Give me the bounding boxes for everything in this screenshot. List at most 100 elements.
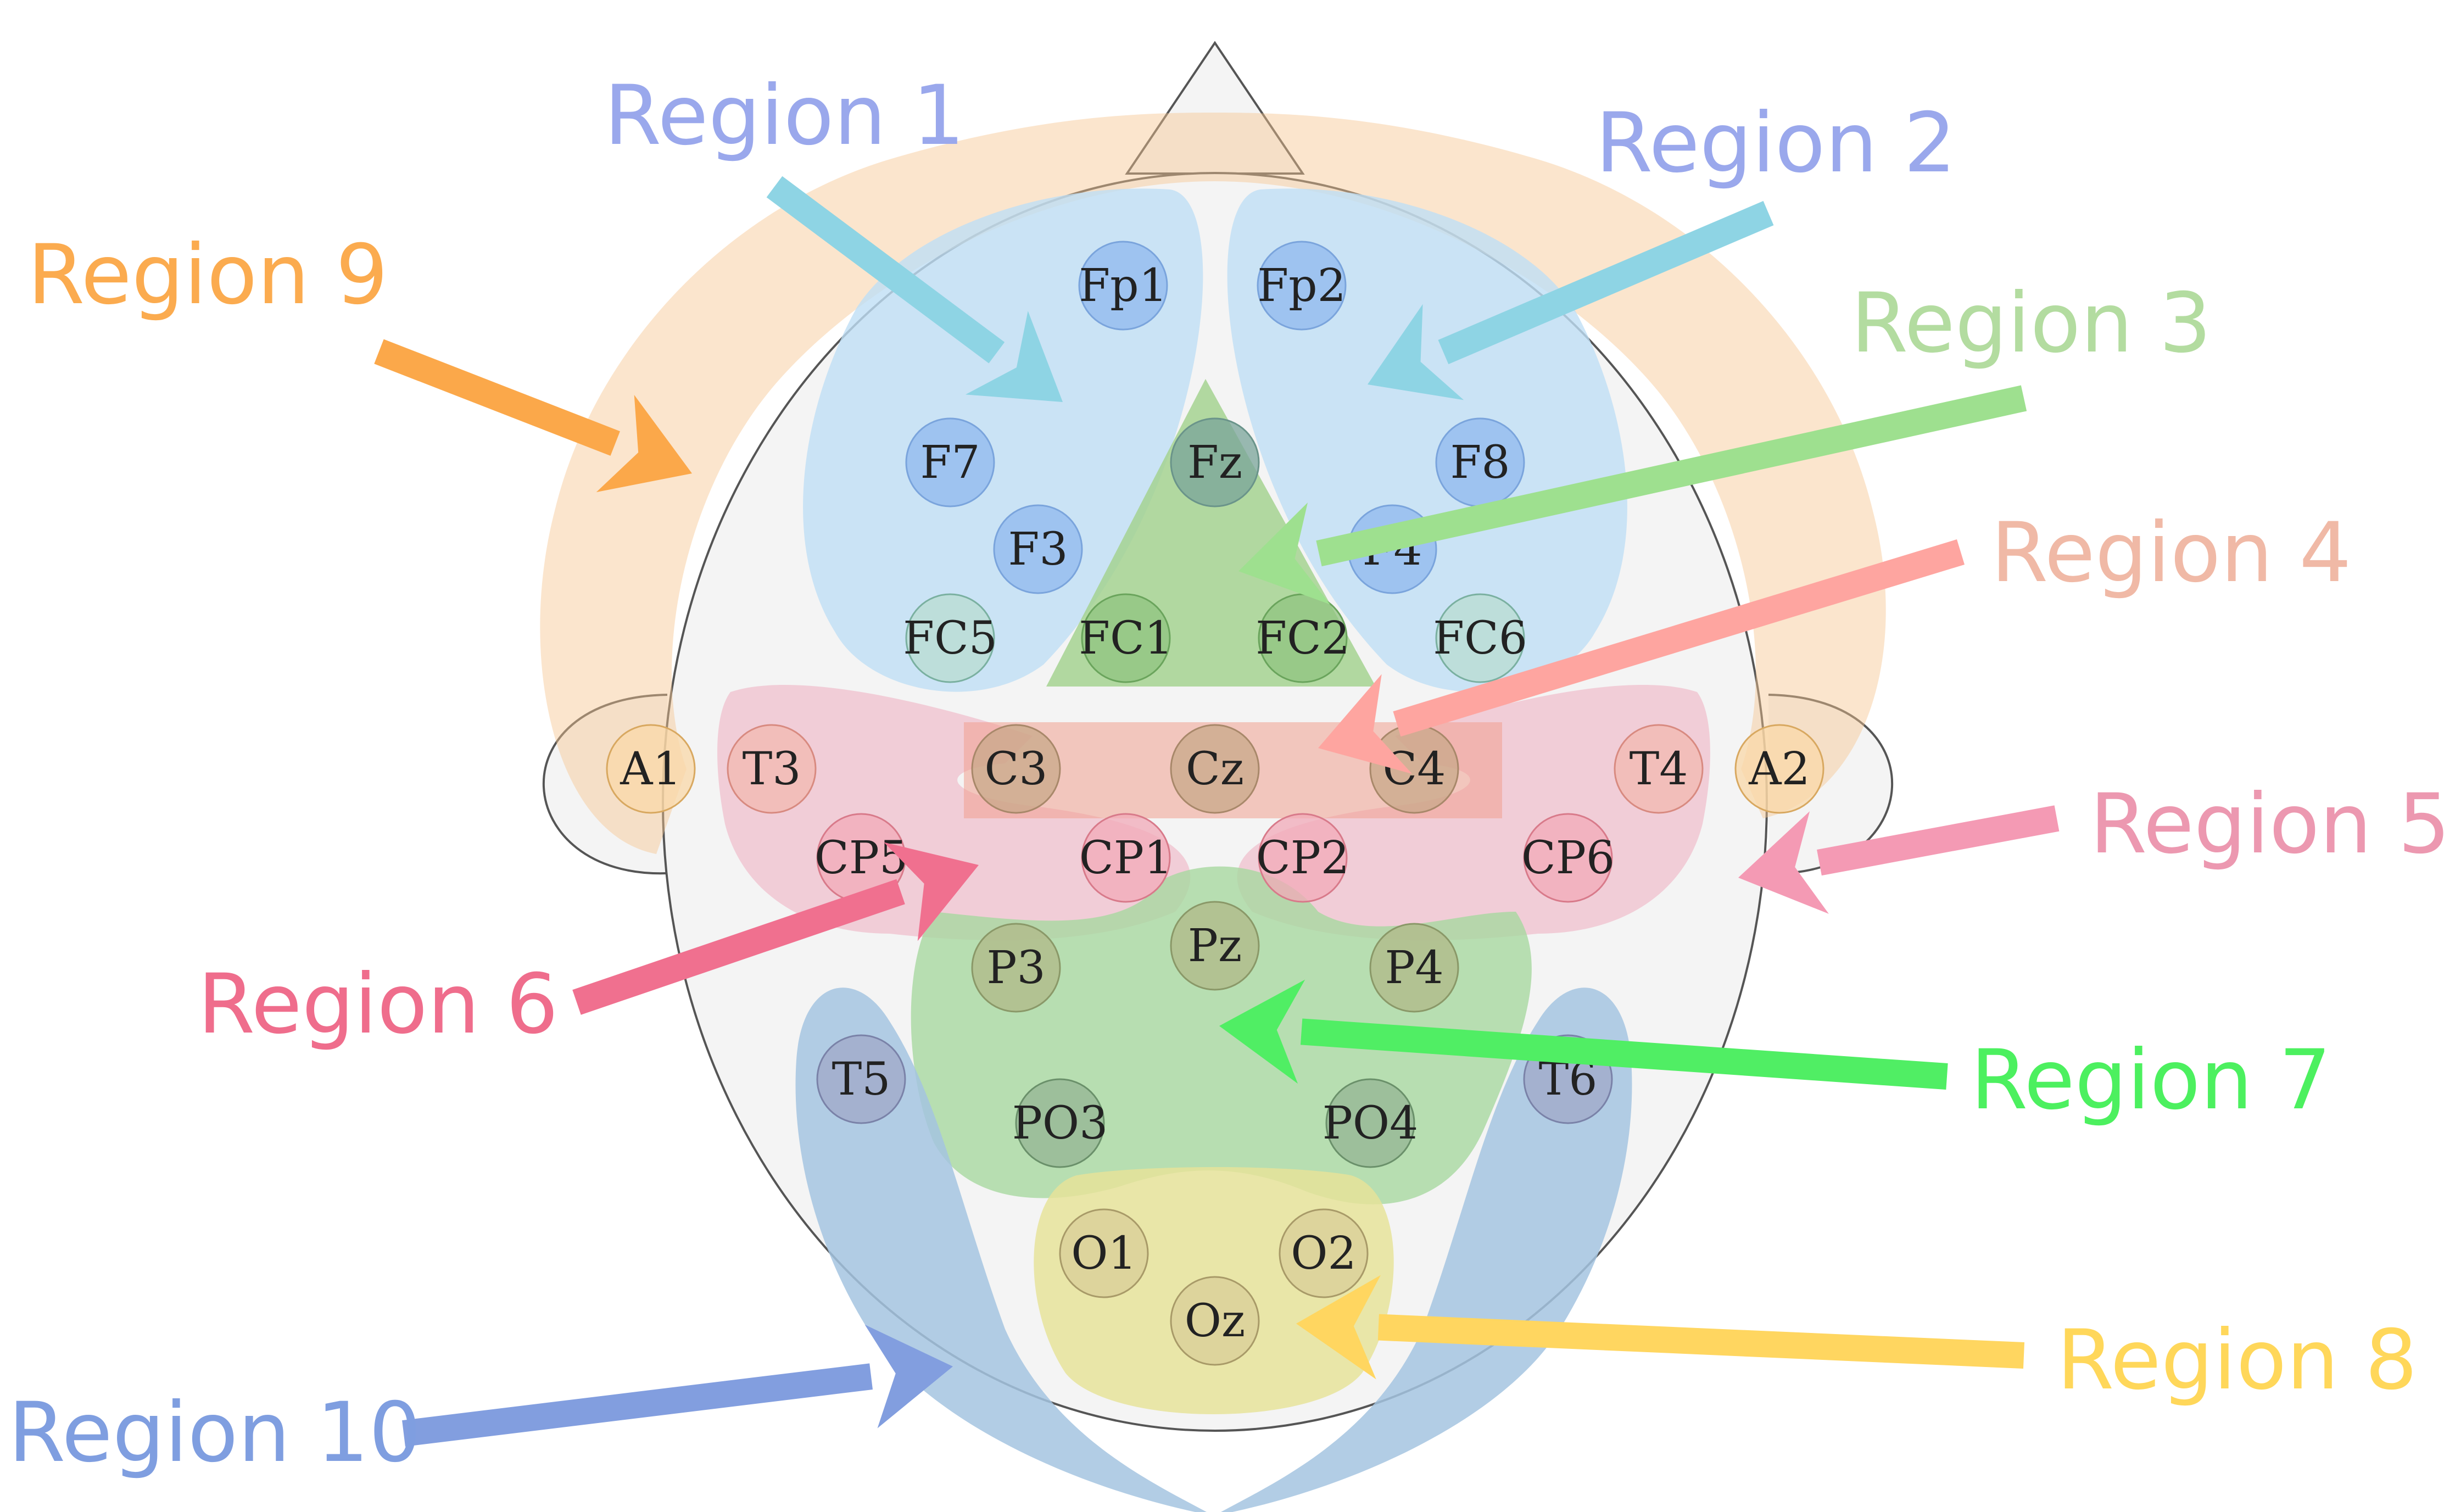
- region-arrows: [374, 176, 2060, 1447]
- electrode-a2: A2: [1734, 724, 1824, 814]
- region-10-right-shape: [1220, 987, 1632, 1512]
- electrode-po4-label: PO4: [1323, 1097, 1419, 1150]
- region-4-arrow: [1318, 539, 1965, 774]
- electrode-o2-label: O2: [1291, 1228, 1356, 1280]
- region-1-arrow: [766, 176, 1063, 402]
- region-7-arrow: [1219, 979, 1948, 1090]
- region-7-label: Region 7: [1971, 1033, 2331, 1128]
- electrode-fc5-circle: [905, 593, 995, 683]
- electrode-pz-circle: [1170, 901, 1260, 991]
- electrode-t3-label: T3: [743, 743, 801, 795]
- region-9-label: Region 9: [27, 227, 388, 323]
- region-1-label: Region 1: [604, 68, 965, 164]
- region-8-arrow-head: [1296, 1275, 1381, 1380]
- region-1-arrow-head: [965, 311, 1063, 402]
- region-2-arrow-shaft: [1438, 200, 1774, 365]
- region-6-arrow: [572, 842, 979, 1015]
- region-8-arrow-shaft: [1377, 1314, 2025, 1369]
- region-10-arrow-shaft: [402, 1363, 873, 1447]
- electrode-fc2-label: FC2: [1256, 612, 1350, 665]
- electrode-fc1-label: FC1: [1079, 612, 1173, 665]
- electrode-f3: F3: [993, 504, 1083, 594]
- electrode-cp5-label: CP5: [814, 832, 908, 884]
- region-4-arrow-head: [1318, 674, 1413, 774]
- electrode-o1: O1: [1059, 1208, 1149, 1298]
- electrode-t3: T3: [727, 724, 817, 814]
- electrode-fz: Fz: [1170, 417, 1260, 507]
- electrode-po3-label: PO3: [1012, 1097, 1108, 1150]
- electrode-cp6-circle: [1523, 813, 1613, 903]
- electrode-cp2-label: CP2: [1256, 832, 1349, 884]
- region-10-arrow-head: [864, 1324, 953, 1429]
- electrode-t4: T4: [1614, 724, 1704, 814]
- electrode-fc5: FC5: [903, 593, 997, 683]
- region-labels: Region 1 Region 2 Region 3 Region 4 Regi…: [8, 68, 2444, 1481]
- electrode-fp1-label: Fp1: [1079, 260, 1168, 312]
- region-2-arrow: [1368, 200, 1774, 400]
- region-8-arrow: [1296, 1275, 2025, 1380]
- region-3-arrow-head: [1238, 502, 1330, 605]
- electrode-cp1-circle: [1081, 813, 1171, 903]
- region-5-arrow-head: [1738, 811, 1829, 914]
- electrode-c3-label: C3: [985, 743, 1048, 795]
- region-5-label: Region 5: [2090, 777, 2444, 872]
- electrode-fc6: FC6: [1433, 593, 1527, 683]
- region-1-arrow-shaft: [766, 176, 1005, 364]
- region-7-arrow-head: [1219, 979, 1305, 1084]
- electrode-fp2: Fp2: [1257, 241, 1347, 331]
- region-4-arrow-shaft: [1393, 539, 1965, 737]
- electrode-a2-label: A2: [1748, 743, 1810, 795]
- electrode-t4-circle: [1614, 724, 1704, 814]
- electrode-cp2-circle: [1258, 813, 1348, 903]
- region-7-arrow-shaft: [1300, 1018, 1948, 1090]
- electrode-p3: P3: [971, 923, 1061, 1013]
- electrode-cp6: CP6: [1521, 813, 1615, 903]
- electrode-fc1: FC1: [1079, 593, 1173, 683]
- electrodes: Fp1Fp2F7FzF8F3F4FC5FC1FC2FC6A1T3C3CzC4T4…: [606, 241, 1824, 1366]
- electrode-p3-label: P3: [986, 942, 1045, 994]
- electrode-f3-label: F3: [1008, 523, 1068, 576]
- electrode-pz: Pz: [1170, 901, 1260, 991]
- electrode-fp2-circle: [1257, 241, 1347, 331]
- electrode-po4: PO4: [1323, 1078, 1419, 1168]
- region-2-label: Region 2: [1595, 96, 1956, 191]
- region-9-arrow-head: [596, 395, 692, 493]
- electrode-fc2: FC2: [1256, 593, 1350, 683]
- electrode-f8-label: F8: [1450, 437, 1510, 489]
- electrode-p4-circle: [1369, 923, 1459, 1013]
- region-10-left-shape: [795, 987, 1207, 1512]
- electrode-f7-label: F7: [920, 437, 980, 489]
- region-2-arrow-head: [1368, 304, 1464, 400]
- electrode-fz-circle: [1170, 417, 1260, 507]
- region-3-arrow-shaft: [1316, 385, 2027, 567]
- region-5-arrow: [1738, 805, 2060, 914]
- electrode-po4-circle: [1325, 1078, 1415, 1168]
- region-5-arrow-shaft: [1817, 805, 2060, 876]
- region-10-label: Region 10: [8, 1385, 421, 1481]
- electrode-c4: C4: [1369, 724, 1459, 814]
- electrode-a2-circle: [1734, 724, 1824, 814]
- electrode-t5-label: T5: [832, 1053, 891, 1106]
- electrode-fc1-circle: [1081, 593, 1171, 683]
- electrode-o2: O2: [1279, 1208, 1369, 1298]
- region-3-label: Region 3: [1851, 276, 2212, 371]
- region-9-arrow: [374, 339, 692, 493]
- electrode-f7: F7: [905, 417, 995, 507]
- electrode-f8: F8: [1435, 417, 1525, 507]
- electrode-p4-label: P4: [1385, 942, 1443, 994]
- electrode-fp1: Fp1: [1078, 241, 1168, 331]
- region-9-arrow-shaft: [374, 339, 620, 456]
- electrode-oz-label: Oz: [1185, 1295, 1245, 1347]
- electrode-a1: A1: [606, 724, 696, 814]
- electrode-o1-label: O1: [1071, 1228, 1136, 1280]
- electrode-o2-circle: [1279, 1208, 1369, 1298]
- electrode-t5: T5: [816, 1034, 906, 1124]
- electrode-t5-circle: [816, 1034, 906, 1124]
- electrode-p4: P4: [1369, 923, 1459, 1013]
- electrode-a1-label: A1: [620, 743, 681, 795]
- electrode-cp2: CP2: [1256, 813, 1349, 903]
- region-8-label: Region 8: [2057, 1313, 2418, 1408]
- electrode-pz-label: Pz: [1188, 920, 1242, 972]
- electrode-po3: PO3: [1012, 1078, 1108, 1168]
